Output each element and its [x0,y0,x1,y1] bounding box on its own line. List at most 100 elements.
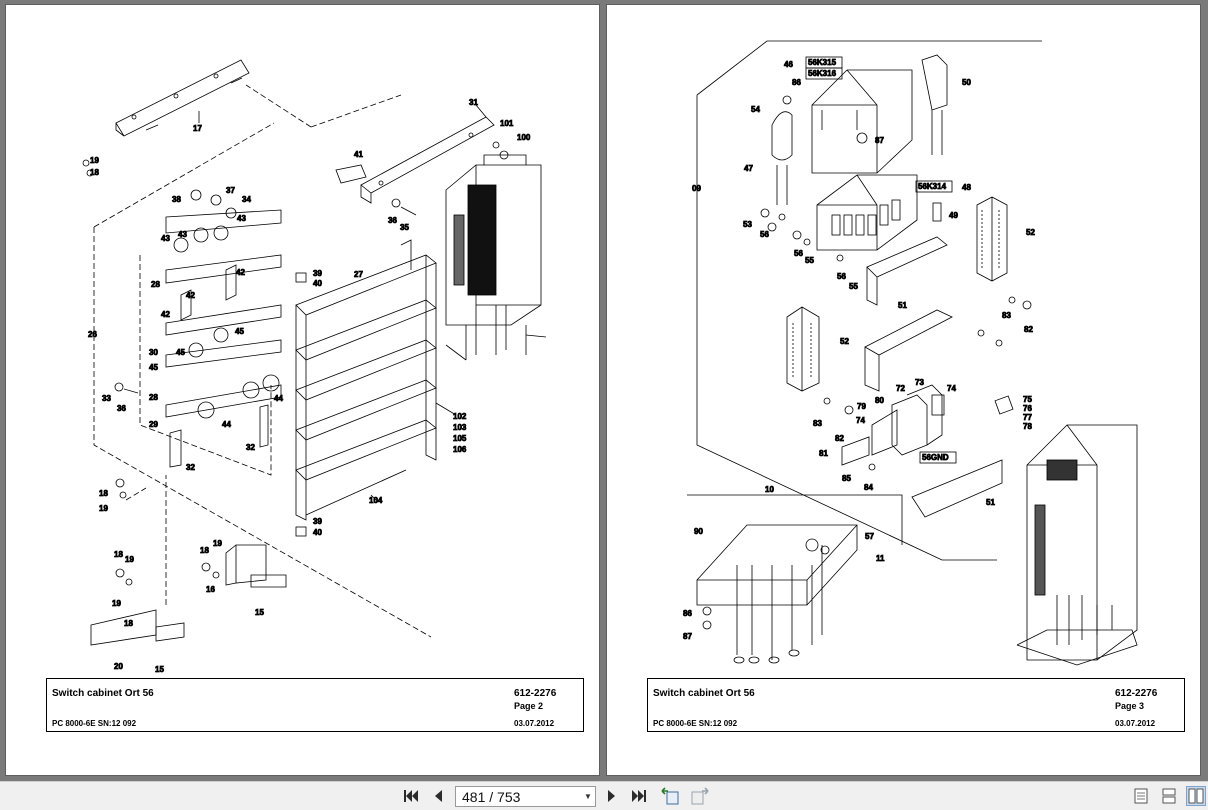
callout-11: 11 [876,554,885,563]
callout-28b: 28 [149,393,158,402]
callout-28: 28 [151,280,160,289]
callout-34: 34 [242,195,251,204]
callout-56c: 56 [837,272,846,281]
title-block: Switch cabinet Ort 56 PC 8000-6E SN:12 0… [46,678,584,732]
callout-54: 54 [751,105,760,114]
drawing-title: Switch cabinet Ort 56 [653,688,755,699]
callout-50: 50 [962,78,971,87]
callout-09: 09 [692,184,701,193]
callout-57: 57 [865,532,874,541]
callout-79: 79 [857,402,866,411]
exploded-diagram-right: 56K315 56K316 56K314 56GND 46 86 50 54 8… [683,40,1138,666]
callout-86: 86 [792,78,801,87]
callout-15b: 15 [155,665,164,674]
boxed-56K314: 56K314 [918,182,947,191]
callout-106: 106 [453,445,467,454]
callout-17: 17 [193,124,202,133]
callout-105: 105 [453,434,467,443]
boxed-56GND: 56GND [922,453,949,462]
last-page-icon[interactable] [628,786,650,806]
callout-74: 74 [947,384,956,393]
callout-42c: 42 [161,310,170,319]
title-block: Switch cabinet Ort 56 PC 8000-6E SN:12 0… [647,678,1185,732]
page-indicator[interactable]: 481 / 753 [462,788,521,805]
page-number-field[interactable]: 481 / 753 ▼ [455,786,596,807]
callout-77: 77 [1023,413,1032,422]
callout-82: 82 [1024,325,1033,334]
chevron-down-icon[interactable]: ▼ [584,792,592,801]
callout-19e: 19 [112,599,121,608]
drawing-date: 03.07.2012 [514,719,555,728]
callout-55b: 55 [849,282,858,291]
callout-48: 48 [962,183,971,192]
callout-56: 56 [760,230,769,239]
callout-75: 75 [1023,395,1032,404]
callout-52b: 52 [840,337,849,346]
part-number: 612-2276 [1115,688,1158,699]
continuous-icon[interactable] [1159,786,1179,806]
callout-90: 90 [694,527,703,536]
callout-49: 49 [949,211,958,220]
callout-85: 85 [842,474,851,483]
callout-45: 45 [176,348,185,357]
callout-26: 26 [88,330,97,339]
first-page-icon[interactable] [400,786,422,806]
callout-51: 51 [898,301,907,310]
callout-56b: 56 [794,249,803,258]
callout-16: 16 [206,585,215,594]
callout-78: 78 [1023,422,1032,431]
callout-84: 84 [864,483,873,492]
callout-42: 42 [186,291,195,300]
callout-44b: 44 [222,420,231,429]
next-page-icon[interactable] [601,786,623,806]
callout-41: 41 [354,150,363,159]
document-page-left: 17 19 18 31 101 100 41 38 37 34 43 43 43… [6,5,599,775]
callout-18c: 18 [114,550,123,559]
callout-87: 87 [875,136,884,145]
callout-73: 73 [915,378,924,387]
callout-43: 43 [237,214,246,223]
page-label: Page 3 [1115,701,1145,711]
callout-15: 15 [255,608,264,617]
callout-40: 40 [313,279,322,288]
forward-view-icon[interactable] [689,786,711,806]
callout-83: 83 [1002,311,1011,320]
callout-47: 47 [744,164,753,173]
callout-43c: 43 [178,230,187,239]
callout-30: 30 [149,348,158,357]
callout-36b: 36 [117,404,126,413]
callout-80: 80 [875,396,884,405]
model-label: PC 8000-6E SN:12 092 [52,719,137,728]
callout-38: 38 [172,195,181,204]
callout-33: 33 [102,394,111,403]
callout-76: 76 [1023,404,1032,413]
callout-37: 37 [226,186,235,195]
callout-19c: 19 [125,555,134,564]
callout-43b: 43 [161,234,170,243]
callout-103: 103 [453,423,467,432]
callout-40b: 40 [313,528,322,537]
page-label: Page 2 [514,701,544,711]
callout-18b: 18 [99,489,108,498]
drawing-title: Switch cabinet Ort 56 [52,688,154,699]
callout-39b: 39 [313,517,322,526]
callout-72: 72 [896,384,905,393]
callout-45b: 45 [235,327,244,336]
two-page-icon[interactable] [1186,786,1206,806]
callout-36: 36 [388,216,397,225]
navigation-toolbar: 481 / 753 ▼ [0,781,1208,810]
callout-81: 81 [819,449,828,458]
callout-104: 104 [369,496,383,505]
callout-44: 44 [274,394,283,403]
callout-52: 52 [1026,228,1035,237]
callout-87b: 87 [683,632,692,641]
callout-42b: 42 [236,268,245,277]
single-page-icon[interactable] [1131,786,1151,806]
boxed-56K315: 56K315 [808,58,837,67]
prev-page-icon[interactable] [427,786,449,806]
callout-29: 29 [149,420,158,429]
callout-18: 18 [90,168,99,177]
callout-74b: 74 [856,416,865,425]
part-number: 612-2276 [514,688,557,699]
back-view-icon[interactable] [659,786,681,806]
